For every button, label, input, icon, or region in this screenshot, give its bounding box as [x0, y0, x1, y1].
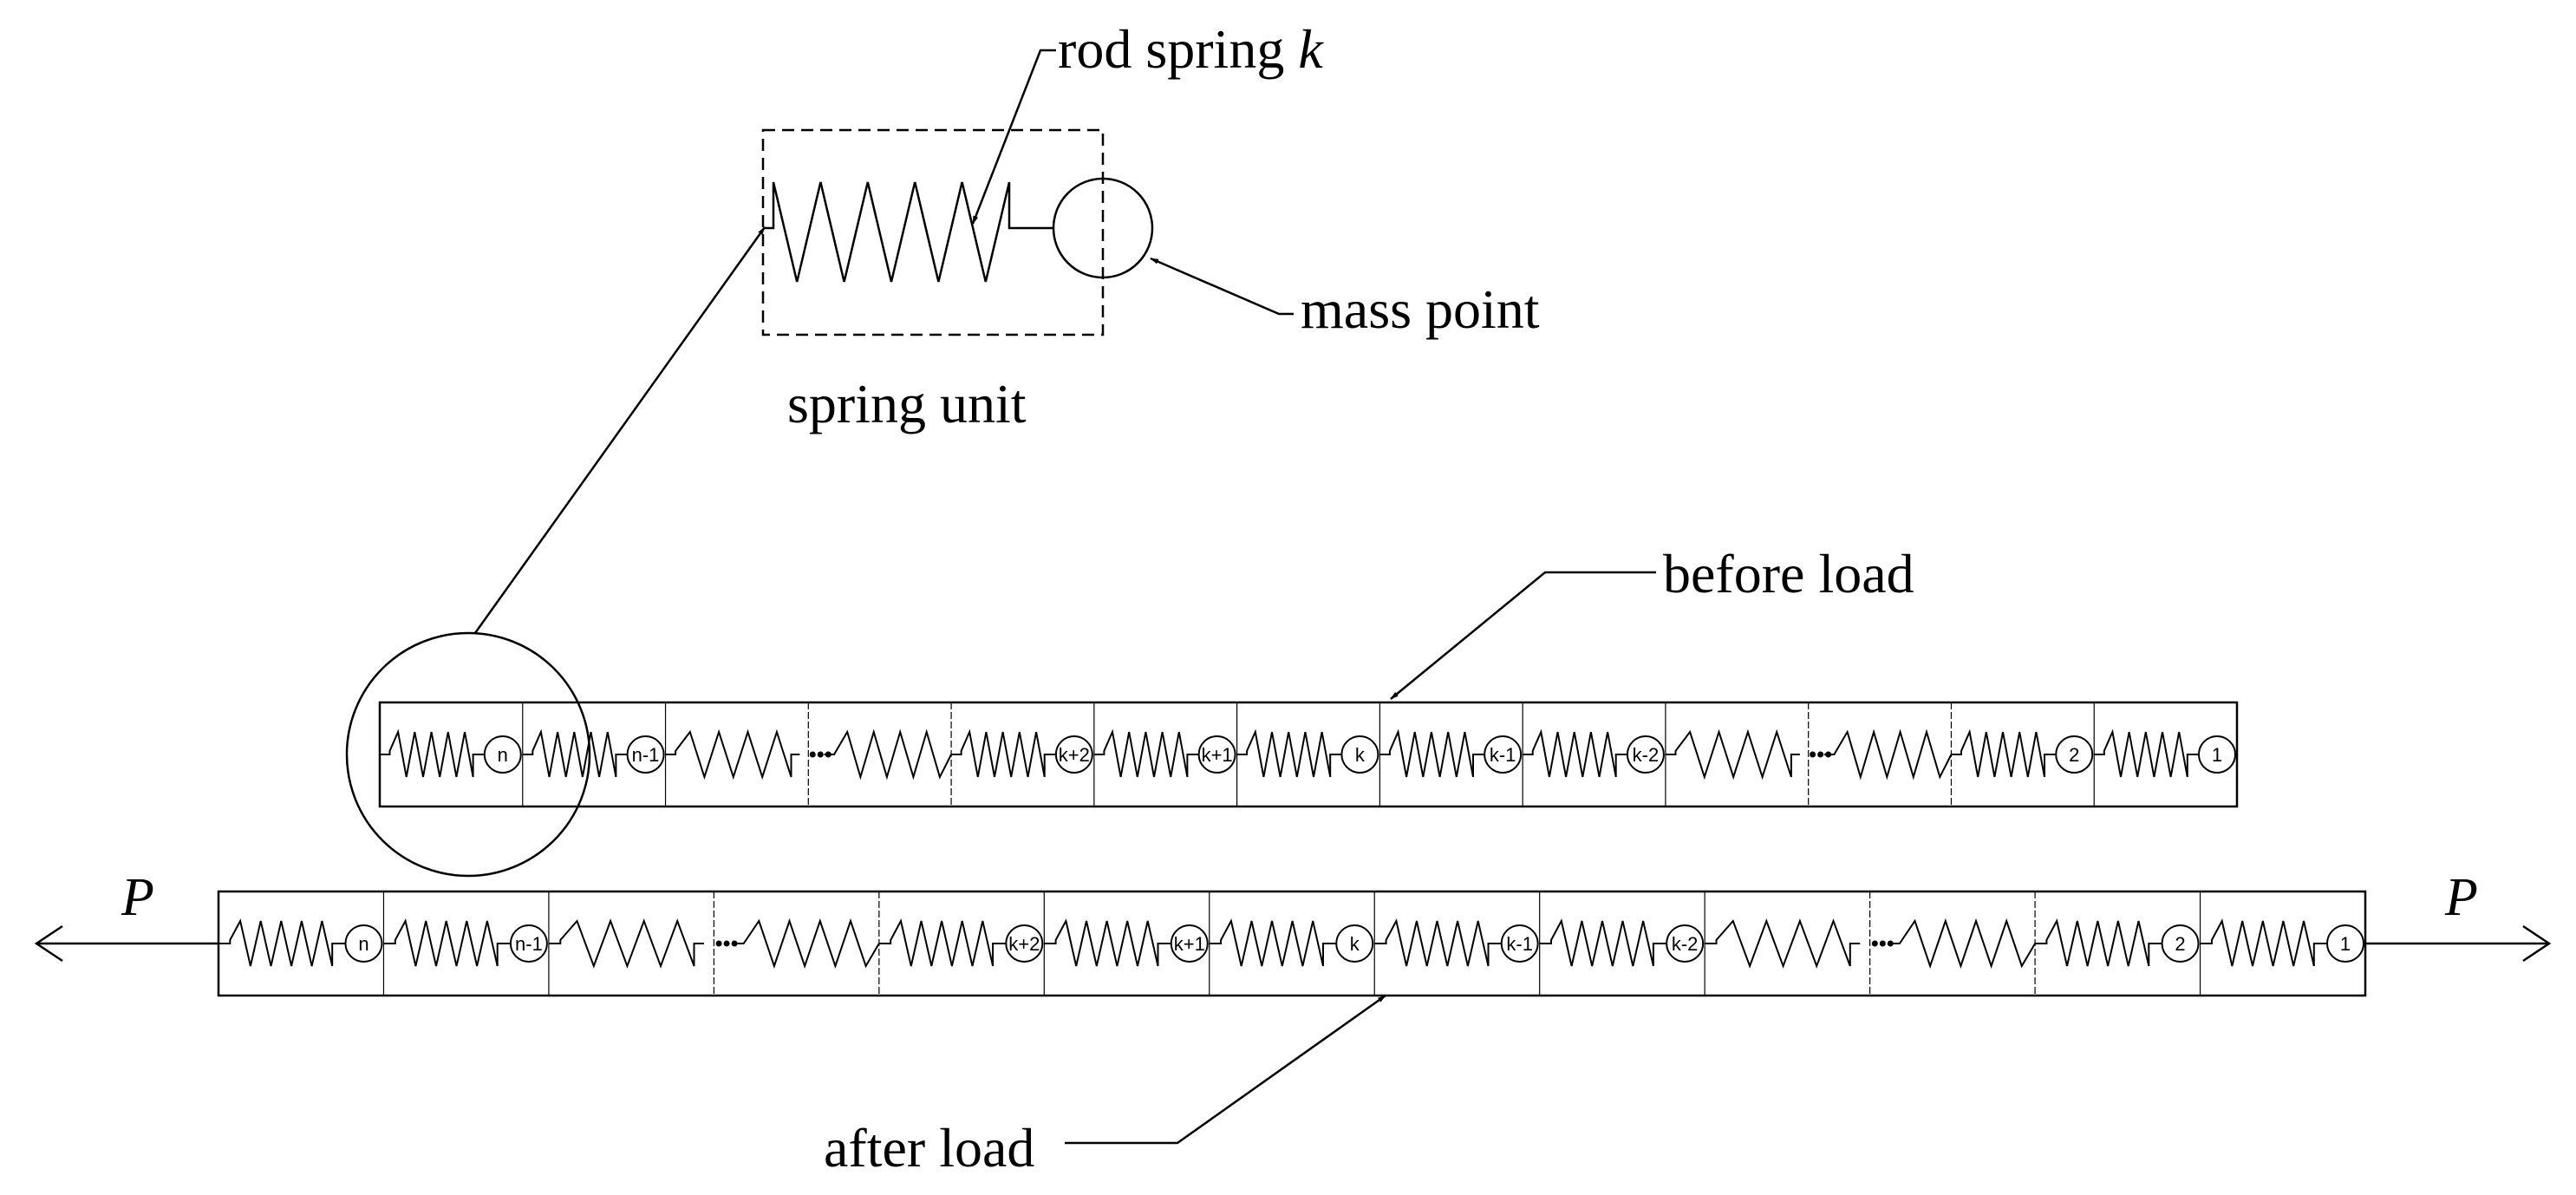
chain-mass-circle	[2198, 735, 2236, 774]
chain-mass-circle	[2326, 924, 2364, 963]
magnifier-leader	[473, 226, 766, 634]
mass-point-leader	[1150, 257, 1294, 316]
ellipsis-dot	[1879, 940, 1886, 947]
mass-label: k	[1350, 933, 1360, 955]
chain-spring	[218, 918, 346, 967]
chain-mass-circle	[483, 735, 522, 774]
after-load-leader	[1065, 994, 1386, 1145]
before-load-leader	[1390, 571, 1656, 700]
chain-spring	[1093, 728, 1199, 778]
chain-spring-open	[1705, 918, 1861, 969]
chain-spring	[1951, 728, 2057, 778]
chain-mass-circle	[1626, 735, 1665, 774]
chain-mass-circle	[1197, 735, 1236, 774]
chain-mass-circle	[344, 924, 383, 963]
chain-spring-open	[665, 728, 800, 780]
chain-spring	[732, 917, 880, 970]
spring-unit-dashed-box	[761, 128, 1105, 336]
chain-spring	[1823, 728, 1953, 780]
ellipsis-dot	[1871, 940, 1878, 947]
magnifier-circle	[345, 631, 591, 878]
mass-label: k-1	[1490, 744, 1516, 766]
mass-label: n	[498, 744, 508, 766]
ellipsis-dot	[817, 751, 824, 758]
mass-label: k	[1355, 744, 1366, 766]
after-load-chain: n n-1 k+2 k+1 k k-1 k-2 2 1	[217, 890, 2367, 997]
chain-mass-circle	[1170, 924, 1209, 963]
chain-mass-circle	[1666, 924, 1705, 963]
chain-spring	[2200, 918, 2327, 967]
chain-spring	[1044, 918, 1171, 967]
chain-spring	[383, 918, 511, 967]
chain-spring	[1523, 728, 1627, 778]
chain-spring	[951, 728, 1056, 778]
chain-spring	[824, 728, 952, 780]
ellipsis-dot	[809, 751, 816, 758]
mass-label: k+1	[1202, 744, 1233, 766]
mass-label: n-1	[515, 933, 543, 955]
chain-mass-circle	[626, 735, 665, 774]
mass-label: k-2	[1633, 744, 1660, 766]
mass-label: 1	[2212, 744, 2222, 766]
chain-spring	[2035, 918, 2162, 967]
mass-point-label: mass point	[1301, 278, 1540, 340]
after-load-label: after load	[824, 1117, 1034, 1179]
chain-mass-circle	[1335, 924, 1374, 963]
mass-label: k+2	[1059, 744, 1090, 766]
spring-unit-spring	[763, 181, 1053, 283]
chain-mass-circle	[2055, 735, 2094, 774]
chain-mass-circle	[2161, 924, 2200, 963]
chain-spring	[380, 728, 485, 778]
right-load-arrow	[2365, 924, 2552, 963]
spring-unit-mass-circle	[1052, 177, 1154, 279]
chain-spring	[1209, 918, 1337, 967]
chain-mass-circle	[1484, 735, 1523, 774]
chain-spring	[1539, 918, 1667, 967]
chain-spring	[1379, 728, 1485, 778]
chain-spring	[2094, 728, 2199, 778]
spring-unit-detail	[761, 128, 1154, 336]
mass-label: n-1	[632, 744, 660, 766]
chain-spring	[1236, 728, 1342, 778]
left-load-arrow	[34, 924, 218, 963]
ellipsis-dot	[715, 940, 722, 947]
chain-spring-open	[548, 918, 704, 969]
mass-label: k-1	[1506, 933, 1533, 955]
rod-spring-leader	[971, 49, 1056, 225]
mass-label: k+2	[1008, 933, 1040, 955]
chain-spring	[522, 728, 628, 778]
mass-label: 1	[2340, 933, 2351, 955]
chain-mass-circle	[1340, 735, 1379, 774]
ellipsis-dot	[1817, 751, 1824, 758]
chain-mass-circle	[1054, 735, 1093, 774]
spring-unit-label: spring unit	[787, 373, 1027, 434]
chain-spring	[1374, 918, 1502, 967]
mass-label: 2	[2175, 933, 2185, 955]
chain-spring	[878, 918, 1007, 967]
mass-label: k+1	[1174, 933, 1205, 955]
chain-spring-open	[1665, 728, 1800, 780]
chain-spring	[1888, 917, 2036, 970]
before-load-chain: n n-1 k+2 k+1 k k-1 k-2 2 1	[378, 701, 2239, 808]
load-right-label: P	[2444, 868, 2478, 927]
mass-label: k-2	[1672, 933, 1699, 955]
chain-mass-circle	[1005, 924, 1044, 963]
chain-mass-circle	[509, 924, 548, 963]
chain-mass-circle	[1500, 924, 1539, 963]
ellipsis-dot	[1810, 751, 1816, 758]
ellipsis-dot	[723, 940, 730, 947]
rod-spring-label: rod spring k	[1058, 18, 1324, 80]
mass-label: 2	[2069, 744, 2079, 766]
before-load-label: before load	[1663, 543, 1914, 604]
load-left-label: P	[121, 868, 154, 927]
mass-label: n	[358, 933, 368, 955]
